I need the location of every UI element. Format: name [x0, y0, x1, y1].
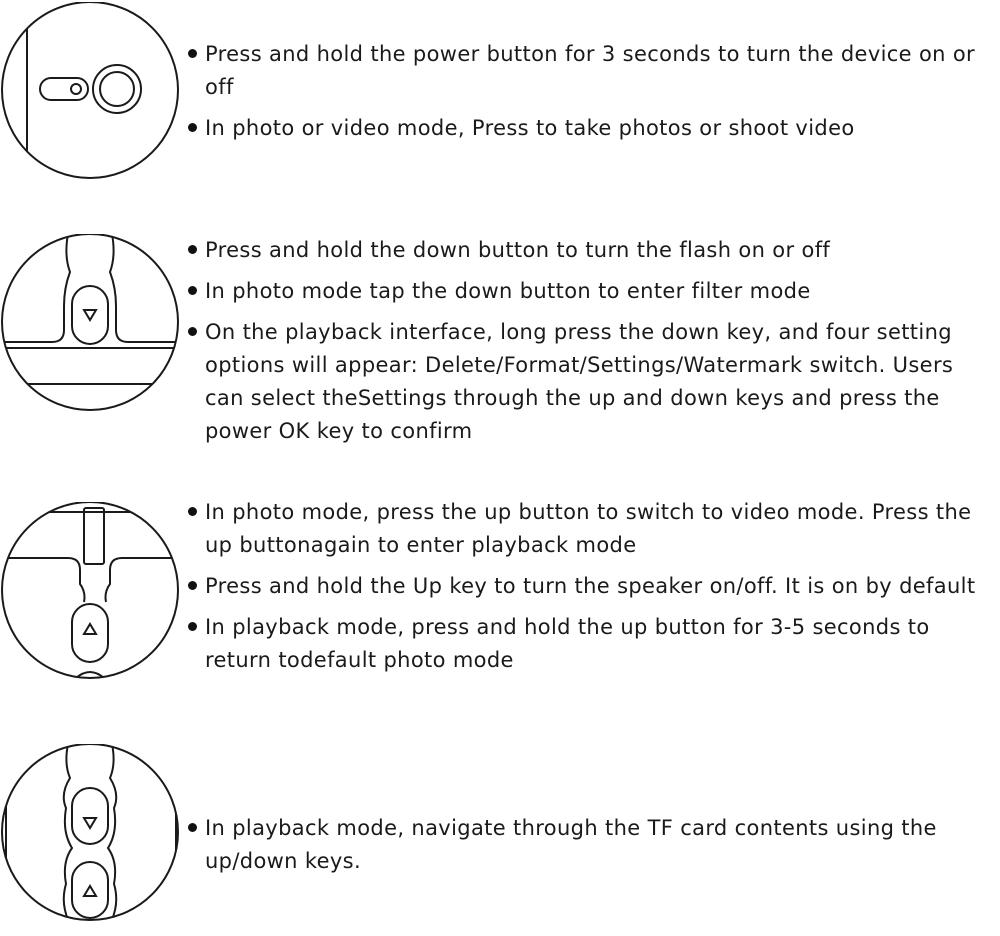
bullet-dot-icon — [188, 286, 197, 295]
bullet-dot-icon — [188, 581, 197, 590]
down-button-icon — [0, 234, 192, 426]
list-item: Press and hold the Up key to turn the sp… — [186, 570, 998, 603]
bullet-dot-icon — [188, 123, 197, 132]
list-item: Press and hold the power button for 3 se… — [186, 38, 998, 104]
list-item: In playback mode, press and hold the up … — [186, 611, 998, 677]
list-item: In photo mode tap the down button to ent… — [186, 275, 998, 308]
power-button-icon — [0, 2, 192, 194]
bullet-dot-icon — [188, 507, 197, 516]
up-button-icon — [0, 502, 192, 694]
list-item: On the playback interface, long press th… — [186, 316, 998, 448]
list-item: Press and hold the down button to turn t… — [186, 234, 998, 267]
bullet-dot-icon — [188, 622, 197, 631]
bullet-dot-icon — [188, 245, 197, 254]
list-item: In photo or video mode, Press to take ph… — [186, 112, 998, 145]
list-item: In photo mode, press the up button to sw… — [186, 496, 998, 562]
up-down-buttons-icon — [0, 744, 192, 936]
bullet-dot-icon — [188, 823, 197, 832]
list-item: In playback mode, navigate through the T… — [186, 812, 998, 878]
bullet-dot-icon — [188, 49, 197, 58]
bullet-dot-icon — [188, 327, 197, 336]
